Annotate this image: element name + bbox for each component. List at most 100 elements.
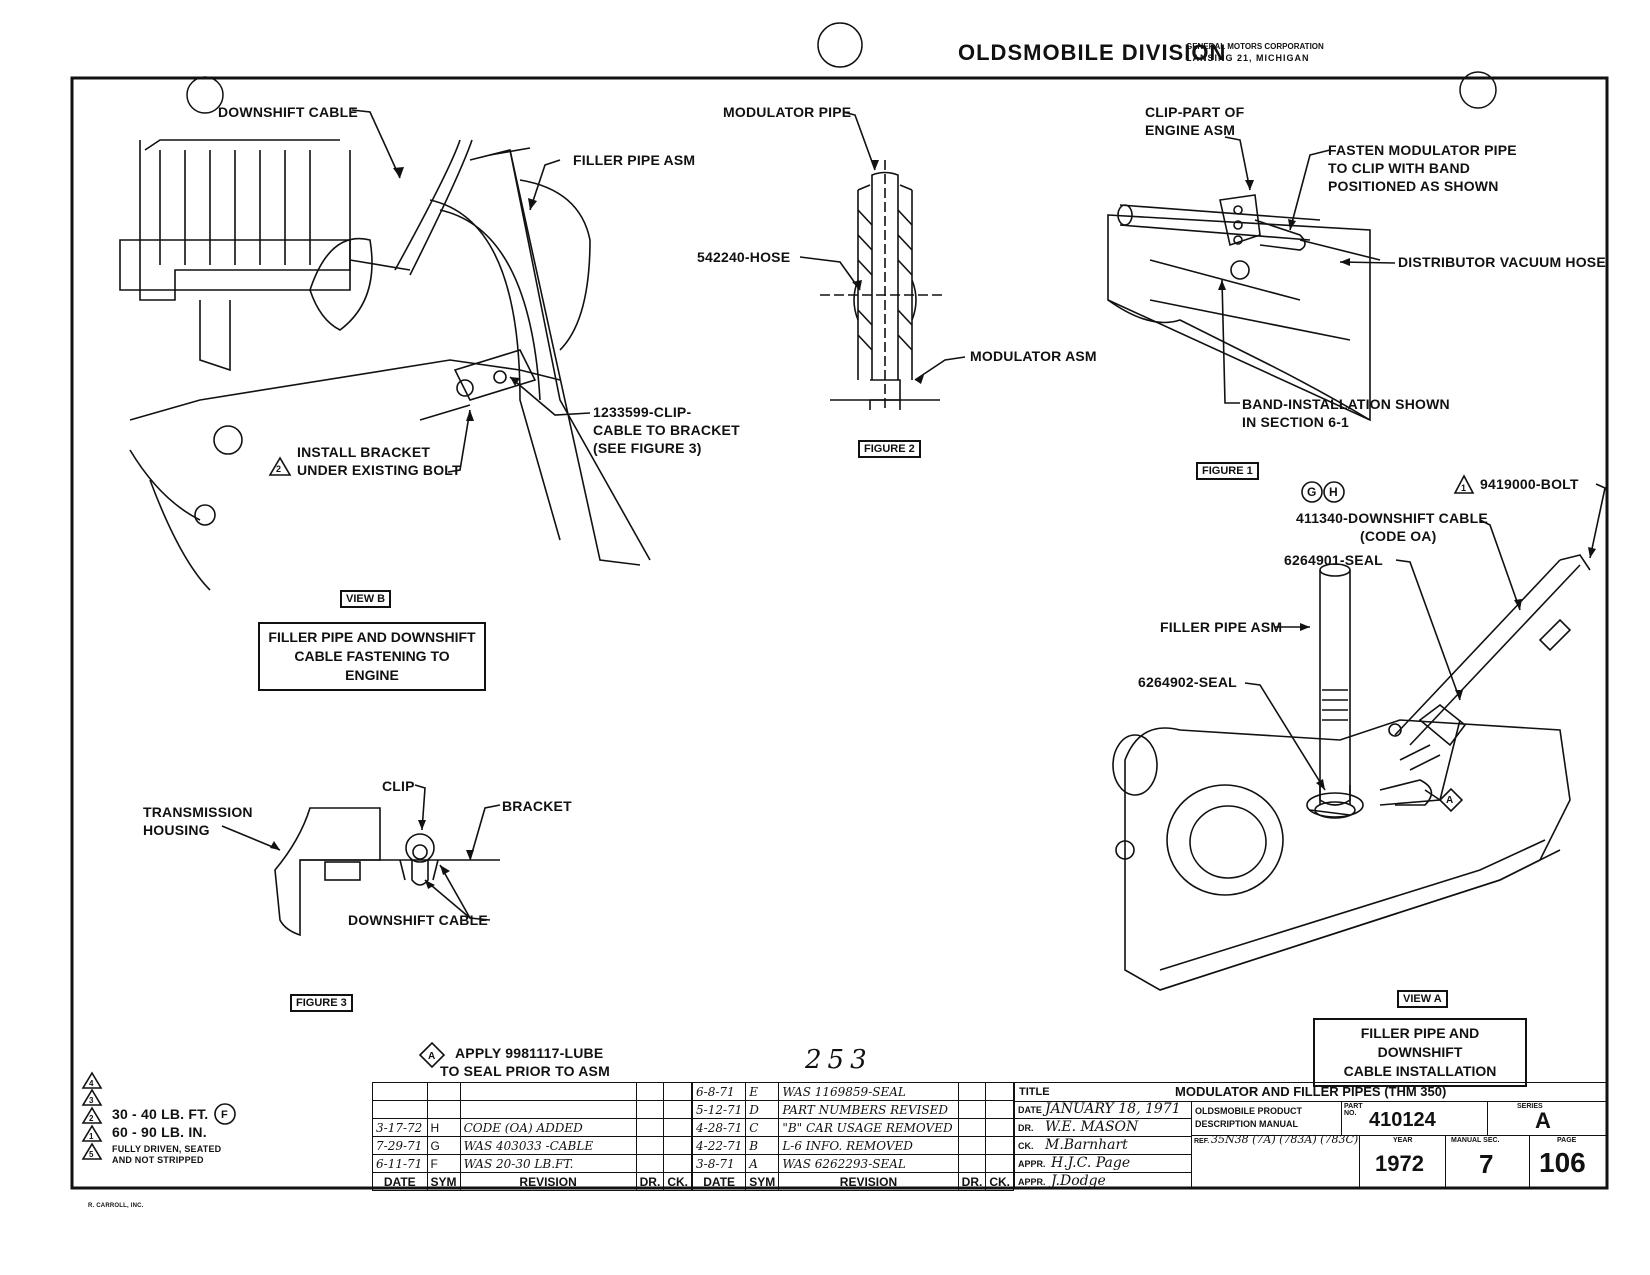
legend-text-5: FULLY DRIVEN, SEATED AND NOT STRIPPED [112,1144,222,1165]
legend-triangle-4 [81,1071,103,1089]
header-dr: DR. [635,1172,665,1191]
note-number-2: 2 [276,464,282,474]
rev-sym: C [745,1118,780,1137]
drawing-title: MODULATOR AND FILLER PIPES (THM 350) [1175,1084,1447,1099]
ref-label: REF. [1194,1138,1210,1145]
diamond-label-view-a: A [1446,795,1454,806]
dr-label: DR. [1018,1123,1034,1133]
label-fasten-2: TO CLIP WITH BAND [1328,160,1471,176]
label-install-bracket-1: INSTALL BRACKET [297,444,431,460]
rev-text: WAS 6262293-SEAL [778,1154,959,1173]
part-label: PART NO. [1344,1103,1363,1117]
series-value: A [1535,1108,1551,1133]
rev-date: 7-29-71 [372,1136,428,1155]
table-row: 6-8-71 E WAS 1169859-SEAL [691,1082,1014,1101]
legend-text-1: 60 - 90 LB. IN. [112,1124,207,1140]
header-date: DATE [691,1172,747,1191]
rev-dr [635,1118,665,1137]
header-dr: DR. [957,1172,987,1191]
legend-num-5: 5 [89,1150,94,1159]
legend-num-1: 1 [89,1132,94,1141]
label-seal-1: 6264901-SEAL [1284,552,1383,568]
title-label: TITLE [1019,1086,1050,1098]
date-label: DATE [1018,1105,1042,1115]
label-clip-part-2: ENGINE ASM [1145,122,1236,138]
rev-dr [635,1154,665,1173]
table-header-row: DATE SYM REVISION DR. CK. [691,1172,1014,1191]
caption-view-a-line1: FILLER PIPE AND DOWNSHIFT [1360,1025,1480,1060]
label-clip-b-3: (SEE FIGURE 3) [593,440,702,456]
figure-3-artwork [274,807,500,937]
figure-1-artwork [1107,194,1381,422]
rev-ck [663,1118,692,1137]
rev-text: WAS 1169859-SEAL [778,1082,959,1101]
rev-sym: E [745,1082,780,1101]
circle-label-g: G [1307,485,1317,499]
header-ck: CK. [663,1172,692,1191]
circle-label-h: H [1329,485,1338,499]
label-filler-pipe-b: FILLER PIPE ASM [573,152,696,168]
figure-2-artwork [820,160,945,410]
approved-by-2: J.Dodge [1051,1173,1106,1189]
revision-table-right: 6-8-71 E WAS 1169859-SEAL 5-12-71 D PART… [691,1082,1014,1191]
circle-note-g [1301,481,1323,503]
division-title: OLDSMOBILE DIVISION [958,40,1227,65]
rev-date: 5-12-71 [691,1100,747,1119]
tag-figure-1: FIGURE 1 [1196,462,1259,480]
lube-diamond-label: A [428,1051,436,1062]
label-clip-f3: CLIP [382,778,415,794]
header-revision: REVISION [778,1172,959,1191]
punch-hole-mid [817,22,863,68]
triangle-note-2 [268,456,292,476]
triangle-note-1 [1453,474,1475,494]
tag-figure-3: FIGURE 3 [290,994,353,1012]
rev-date: 3-8-71 [691,1154,747,1173]
diamond-note-lube [418,1041,446,1069]
rev-text: "B" CAR USAGE REMOVED [778,1118,959,1137]
printer-credit: R. CARROLL, INC. [88,1203,144,1209]
label-modulator-pipe: MODULATOR PIPE [723,104,852,120]
drawn-by: W.E. MASON [1045,1119,1139,1135]
label-vacuum-hose: DISTRIBUTOR VACUUM HOSE [1398,254,1606,270]
label-bracket: BRACKET [502,798,572,814]
year-label: YEAR [1393,1137,1413,1144]
legend-text-2: 30 - 40 LB. FT. [112,1106,209,1122]
appr2-label: APPR. [1018,1177,1046,1187]
table-row [372,1082,692,1101]
circle-note-h [1323,481,1345,503]
rev-text: WAS 403033 -CABLE [459,1136,637,1155]
table-row [372,1100,692,1119]
caption-view-b-line2: CABLE FASTENING TO ENGINE [294,648,450,683]
header-sym: SYM [426,1172,461,1191]
punch-hole-right [1459,71,1497,109]
label-band-2: IN SECTION 6-1 [1242,414,1350,430]
legend-num-3: 3 [89,1096,94,1105]
note-number-1: 1 [1461,483,1467,493]
revision-table-left: 3-17-72 H CODE (OA) ADDED 7-29-71 G WAS … [372,1082,692,1191]
year-value: 1972 [1375,1151,1424,1176]
table-row: 3-17-72 H CODE (OA) ADDED [372,1118,692,1137]
legend-triangle-5 [81,1142,103,1160]
label-downshift-cable-b: DOWNSHIFT CABLE [218,104,358,120]
rev-ck [663,1154,692,1173]
drawing-date: JANUARY 18, 1971 [1045,1101,1181,1117]
corp-line-1: GENERAL MOTORS CORPORATION [1186,42,1324,51]
rev-sym: A [745,1154,780,1173]
ck-label: CK. [1018,1141,1034,1151]
rev-date: 4-28-71 [691,1118,747,1137]
header-ck: CK. [985,1172,1014,1191]
table-row: 5-12-71 D PART NUMBERS REVISED [691,1100,1014,1119]
lube-note-1: APPLY 9981117-LUBE [455,1045,604,1061]
rev-text: CODE (OA) ADDED [459,1118,637,1137]
circle-note-f [214,1103,236,1125]
label-clip-part-1: CLIP-PART OF [1145,104,1245,120]
caption-view-a-line2: CABLE INSTALLATION [1343,1063,1497,1079]
label-housing-1: TRANSMISSION [143,804,253,820]
table-row: 3-8-71 A WAS 6262293-SEAL [691,1154,1014,1173]
view-a-artwork [1112,554,1591,991]
checked-by: M.Barnhart [1045,1137,1128,1153]
section-value: 7 [1479,1149,1494,1179]
label-downshift-cable-f3: DOWNSHIFT CABLE [348,912,488,928]
manual-line-1: OLDSMOBILE PRODUCT [1195,1106,1302,1116]
manual-line-2: DESCRIPTION MANUAL [1195,1119,1298,1129]
